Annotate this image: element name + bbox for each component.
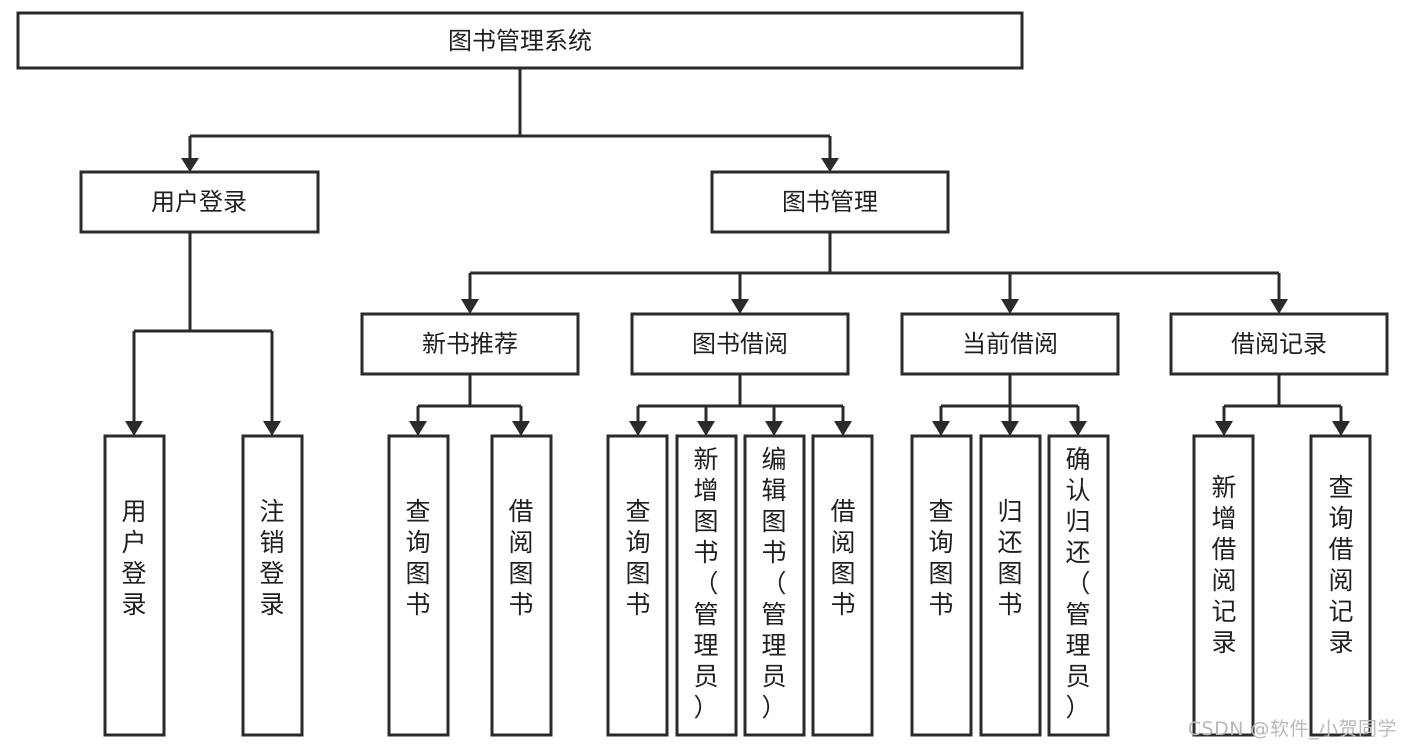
leaf-user-login[interactable]: 用户登录 (103, 434, 166, 737)
leaf-borrow-book-nb[interactable]: 借阅图书 (490, 434, 553, 737)
arrowhead-cb-leaf1 (932, 421, 950, 436)
leaf-label: 查询借阅记录 (1328, 473, 1353, 657)
arrowhead-new-book (461, 299, 479, 314)
leaf-box[interactable] (910, 434, 973, 737)
node-root[interactable]: 图书管理系统 (16, 11, 1024, 70)
leaf-box[interactable] (675, 434, 738, 737)
node-new-book-recommend[interactable]: 新书推荐 (360, 312, 580, 376)
node-borrow-record[interactable]: 借阅记录 (1169, 312, 1389, 376)
arrowhead-borrow-record (1270, 299, 1288, 314)
leaf-query-borrow-record[interactable]: 查询借阅记录 (1309, 434, 1372, 737)
leaf-return-book[interactable]: 归还图书 (979, 434, 1042, 737)
leaf-add-borrow-record[interactable]: 新增借阅记录 (1192, 434, 1255, 737)
node-user-login[interactable]: 用户登录 (79, 170, 320, 234)
book-manage-label: 图书管理 (782, 188, 878, 216)
leaf-label: 借阅图书 (830, 497, 855, 619)
leaf-logout[interactable]: 注销登录 (241, 434, 304, 737)
borrow-record-label: 借阅记录 (1231, 330, 1327, 358)
leaf-box[interactable] (811, 434, 874, 737)
arrowhead-leaf-user-login (125, 421, 143, 436)
arrowhead-user-login (181, 158, 199, 172)
leaf-label: 新增借阅记录 (1211, 473, 1236, 657)
arrowhead-cb-leaf2 (1001, 421, 1019, 436)
book-borrow-box[interactable] (630, 312, 850, 376)
leaf-label: 用户登录 (121, 497, 146, 619)
leaf-borrow-book-bb[interactable]: 借阅图书 (811, 434, 874, 737)
new-book-recommend-label: 新书推荐 (422, 330, 518, 358)
borrow-record-box[interactable] (1169, 312, 1389, 376)
leaf-label: 查询图书 (928, 497, 953, 619)
root-box[interactable] (16, 11, 1024, 70)
arrowhead-br-leaf1 (1215, 421, 1233, 436)
arrowhead-cb-leaf3 (1069, 421, 1087, 436)
leaf-label: 注销登录 (259, 497, 284, 619)
current-borrow-box[interactable] (900, 312, 1120, 376)
book-borrow-label: 图书借阅 (692, 330, 788, 358)
user-login-box[interactable] (79, 170, 320, 234)
arrowhead-book-borrow (731, 299, 749, 314)
leaf-label: 借阅图书 (508, 497, 533, 619)
node-book-manage[interactable]: 图书管理 (710, 170, 950, 234)
leaf-layer: 用户登录 注销登录 查询图书 借阅图书 查询图书 新增图书（管理员） 编辑图书（… (103, 434, 1372, 737)
csdn-watermark: CSDN @软件_小贺同学 (1187, 718, 1397, 740)
leaf-box[interactable] (1192, 434, 1255, 737)
leaf-box[interactable] (1047, 434, 1110, 737)
leaf-box[interactable] (1309, 434, 1372, 737)
leaf-box[interactable] (387, 434, 450, 737)
book-manage-box[interactable] (710, 170, 950, 234)
leaf-label: 确认归还（管理员） (1065, 445, 1090, 722)
arrowhead-bb-leaf4 (834, 421, 852, 436)
leaf-query-book-bb[interactable]: 查询图书 (606, 434, 669, 737)
edge-layer (125, 68, 1350, 436)
arrowhead-bb-leaf1 (629, 421, 647, 436)
current-borrow-label: 当前借阅 (962, 330, 1058, 358)
arrowhead-book-manage (821, 158, 839, 172)
leaf-label: 查询图书 (405, 497, 430, 619)
leaf-box[interactable] (743, 434, 806, 737)
leaf-box[interactable] (241, 434, 304, 737)
leaf-label: 新增图书（管理员） (693, 445, 718, 722)
leaf-query-book-nb[interactable]: 查询图书 (387, 434, 450, 737)
leaf-edit-book-admin[interactable]: 编辑图书（管理员） (743, 434, 806, 737)
arrowhead-current-borrow (1001, 299, 1019, 314)
leaf-box[interactable] (606, 434, 669, 737)
arrowhead-bb-leaf2 (697, 421, 715, 436)
leaf-box[interactable] (490, 434, 553, 737)
new-book-recommend-box[interactable] (360, 312, 580, 376)
arrowhead-leaf-logout (263, 421, 281, 436)
user-login-label: 用户登录 (151, 188, 247, 216)
leaf-label: 编辑图书（管理员） (761, 445, 786, 722)
leaf-box[interactable] (979, 434, 1042, 737)
arrowhead-bb-leaf3 (765, 421, 783, 436)
root-label: 图书管理系统 (448, 27, 592, 55)
arrowhead-nb-leaf1 (409, 421, 427, 436)
node-book-borrow[interactable]: 图书借阅 (630, 312, 850, 376)
leaf-confirm-return-admin[interactable]: 确认归还（管理员） (1047, 434, 1110, 737)
leaf-add-book-admin[interactable]: 新增图书（管理员） (675, 434, 738, 737)
leaf-label: 查询图书 (625, 497, 650, 619)
leaf-label: 归还图书 (997, 497, 1022, 619)
leaf-query-book-cb[interactable]: 查询图书 (910, 434, 973, 737)
arrowhead-nb-leaf2 (512, 421, 530, 436)
leaf-box[interactable] (103, 434, 166, 737)
node-current-borrow[interactable]: 当前借阅 (900, 312, 1120, 376)
arrowhead-br-leaf2 (1332, 421, 1350, 436)
